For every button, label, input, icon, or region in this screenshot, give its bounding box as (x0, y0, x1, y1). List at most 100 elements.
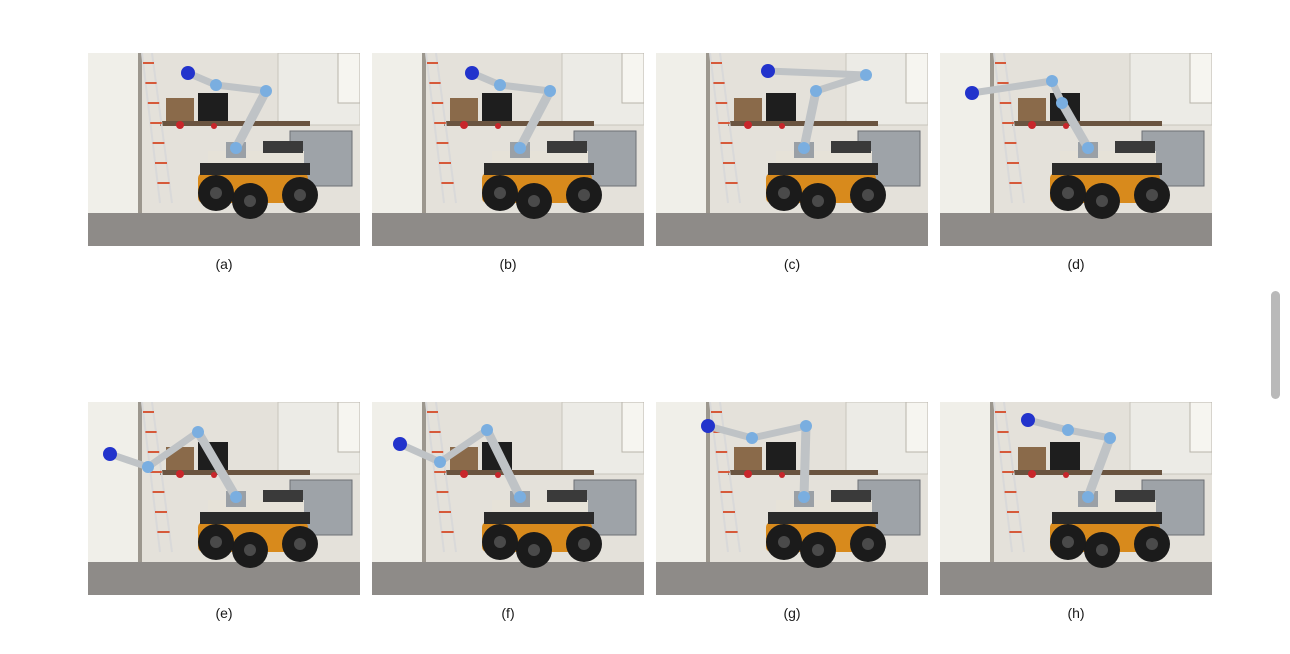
arm-joint (514, 142, 526, 154)
box (734, 447, 762, 470)
red-object (1063, 472, 1069, 478)
monitor (198, 93, 228, 121)
ladder-rail (1003, 53, 1025, 204)
desk (1012, 121, 1162, 126)
arm-link (799, 86, 821, 153)
red-object (1028, 470, 1036, 478)
monitor (1050, 442, 1080, 470)
whiteboard (905, 53, 928, 104)
red-object (176, 121, 184, 129)
arm-joint (260, 85, 272, 97)
robot-deck (768, 512, 878, 524)
wheel-hub (862, 189, 874, 201)
arm-link (799, 421, 811, 502)
arm-joint (1062, 424, 1074, 436)
wheel-hub (1062, 536, 1074, 548)
wheel-hub (862, 538, 874, 550)
robot-case (547, 490, 587, 502)
panel-e: (e) (88, 402, 360, 621)
arm-joint (1082, 142, 1094, 154)
wheel-hub (528, 195, 540, 207)
arm-link (482, 425, 525, 502)
arm-joint (800, 420, 812, 432)
door-frame (706, 53, 710, 213)
robot-case (831, 141, 871, 153)
floor (940, 562, 1212, 595)
whiteboard (337, 53, 360, 104)
gripper (761, 64, 775, 78)
ladder-rail (141, 402, 161, 553)
gripper (181, 66, 195, 80)
red-object (495, 472, 501, 478)
arm-link (1083, 433, 1115, 502)
wheel-hub (812, 195, 824, 207)
desk (160, 121, 310, 126)
arm-link (144, 428, 202, 471)
box (166, 98, 194, 121)
gripper (1021, 413, 1035, 427)
robot-case (547, 141, 587, 153)
panel-d: (d) (940, 53, 1212, 272)
red-object (779, 472, 785, 478)
whiteboard (1189, 53, 1212, 104)
floor (88, 562, 360, 595)
robot-deck (1052, 512, 1162, 524)
red-object (460, 121, 468, 129)
door (940, 402, 990, 562)
caption-h: (h) (1067, 605, 1085, 621)
robot-case (1115, 141, 1155, 153)
arm-link (748, 422, 810, 442)
red-object (211, 123, 217, 129)
box (1018, 98, 1046, 121)
robot-deck (768, 163, 878, 175)
wheel-hub (244, 195, 256, 207)
scrollbar-thumb[interactable] (1271, 291, 1280, 399)
floor (372, 213, 644, 246)
arm-joint (1082, 491, 1094, 503)
robot-deck (200, 163, 310, 175)
gripper (465, 66, 479, 80)
ladder-rail (141, 53, 161, 204)
door-frame (706, 402, 710, 562)
robot-case (1115, 490, 1155, 502)
arm-joint (192, 426, 204, 438)
desk (1012, 470, 1162, 475)
robot-case (263, 141, 303, 153)
arm-joint (544, 85, 556, 97)
arm-joint (481, 424, 493, 436)
door-frame (138, 53, 142, 213)
wheel-hub (778, 187, 790, 199)
gripper (701, 419, 715, 433)
box (1018, 447, 1046, 470)
arm-joint (230, 491, 242, 503)
robot-deck (484, 163, 594, 175)
whiteboard (905, 402, 928, 453)
gripper (103, 447, 117, 461)
desk (444, 470, 594, 475)
arm-joint (142, 461, 154, 473)
arm-joint (1046, 75, 1058, 87)
desk (444, 121, 594, 126)
ladder-rail (151, 53, 173, 204)
whiteboard (1189, 402, 1212, 453)
wheel-hub (210, 187, 222, 199)
robot-case (263, 490, 303, 502)
door-frame (422, 53, 426, 213)
wheel-hub (244, 544, 256, 556)
door (88, 53, 138, 213)
door-frame (422, 402, 426, 562)
whiteboard (621, 402, 644, 453)
wheel-hub (578, 538, 590, 550)
floor (88, 213, 360, 246)
ladder-rail (1003, 402, 1025, 553)
wheel-hub (494, 187, 506, 199)
panel-b: (b) (372, 53, 644, 272)
monitor (766, 93, 796, 121)
arm-link (1064, 426, 1114, 442)
ladder-rail (709, 53, 729, 204)
floor (656, 562, 928, 595)
red-object (495, 123, 501, 129)
arm-link (1057, 98, 1093, 153)
wheel-hub (528, 544, 540, 556)
photo-e (88, 402, 360, 595)
